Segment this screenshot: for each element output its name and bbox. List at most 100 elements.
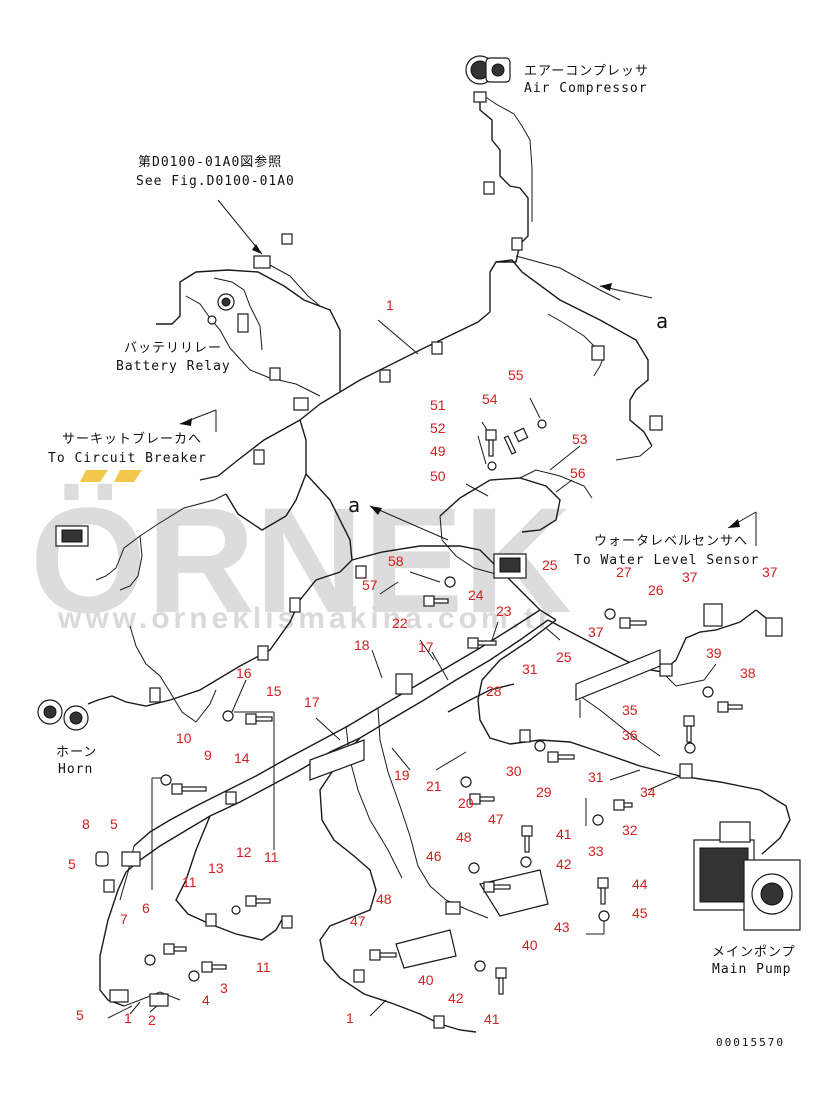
label-see-fig-en: See Fig.D0100-01A0 [136,174,295,189]
callout-41-bottom: 41 [484,1011,500,1027]
callout-5-left: 5 [68,856,76,872]
callout-54: 54 [482,391,498,407]
callout-49: 49 [430,443,446,459]
callout-7: 7 [120,911,128,927]
components [37,55,801,1029]
callout-41-top: 41 [556,826,572,842]
callout-4: 4 [202,992,210,1008]
label-water-level-en: To Water Level Sensor [574,553,759,568]
callout-46: 46 [426,848,442,864]
watermark-accent-right [114,470,142,482]
text-labels: エアーコンプレッサ Air Compressor 第D0100-01A0図参照 … [48,64,796,1049]
ref-connector-small [281,233,293,245]
callout-10: 10 [176,730,192,746]
callout-36: 36 [622,727,638,743]
callout-58: 58 [388,553,404,569]
callout-14: 14 [234,750,250,766]
callout-17-top: 17 [418,639,434,655]
callout-42-bottom: 42 [448,990,464,1006]
callout-39: 39 [706,645,722,661]
leaders [107,199,757,1019]
callout-15: 15 [266,683,282,699]
label-main-pump-en: Main Pump [712,962,791,977]
callout-29: 29 [536,784,552,800]
callout-18: 18 [354,637,370,653]
label-horn-jp: ホーン [56,745,97,760]
callout-40-right: 40 [522,937,538,953]
callout-3: 3 [220,980,228,996]
callout-57: 57 [362,577,378,593]
ref-connector [253,255,271,269]
callout-25: 25 [542,557,558,573]
callout-28: 28 [486,683,502,699]
callout-23: 23 [496,603,512,619]
callout-25-lower: 25 [556,649,572,665]
label-horn-en: Horn [58,762,93,777]
callout-24: 24 [468,587,484,603]
connector-18 [395,673,413,695]
watermark: ÖRNEK www.orneklismakina.com.tr [30,470,572,644]
callout-47-mid: 47 [350,913,366,929]
callout-5-top: 5 [110,816,118,832]
callout-1-bottom-left: 1 [124,1010,132,1026]
callout-51: 51 [430,397,446,413]
horn [37,699,89,731]
callout-35: 35 [622,702,638,718]
relay-box [493,553,527,579]
ref-letter-a-right: a [656,309,669,333]
callout-37-top: 37 [682,569,698,585]
callout-5-bottom: 5 [76,1007,84,1023]
watermark-word: ÖRNEK [30,476,572,644]
callout-44: 44 [632,876,648,892]
harness-clamps [103,181,693,1029]
air-compressor [465,55,511,103]
callout-9: 9 [204,747,212,763]
callout-38: 38 [740,665,756,681]
callout-11-bottom: 11 [256,959,271,975]
callout-1: 1 [386,297,394,313]
watermark-accent-left [80,470,108,482]
callout-19: 19 [394,767,410,783]
callout-30: 30 [506,763,522,779]
label-battery-relay-en: Battery Relay [116,359,231,374]
callout-32: 32 [622,822,638,838]
plate-40 [395,929,457,969]
label-see-fig-jp: 第D0100-01A0図参照 [138,154,282,170]
plate-17 [309,739,365,781]
label-battery-relay-jp: バッテリリレー [124,341,222,356]
ref-letter-a-center: a [348,493,361,517]
plate-35 [575,649,661,701]
callout-48-mid: 48 [376,891,392,907]
callout-45: 45 [632,905,648,921]
label-circuit-breaker-jp: サーキットブレーカへ [62,431,202,447]
main-pump [693,821,801,931]
callout-20: 20 [458,795,474,811]
callout-48-top: 48 [456,829,472,845]
connector-39 [703,603,723,627]
callout-31-top: 31 [522,661,538,677]
label-air-compressor-en: Air Compressor [524,81,648,96]
callout-12: 12 [236,844,252,860]
circuit-breaker-plug [55,525,89,547]
callout-53: 53 [572,431,588,447]
callout-37-mid: 37 [588,624,604,640]
callout-40-left: 40 [418,972,434,988]
battery-relay [207,293,249,333]
callout-13: 13 [208,860,224,876]
drawing-number: 00015570 [716,1036,785,1049]
callout-11-top: 11 [264,849,279,865]
label-main-pump-jp: メインポンプ [712,945,796,960]
label-air-compressor-jp: エアーコンプレッサ [524,64,649,79]
callout-43: 43 [554,919,570,935]
water-level-connector [765,617,783,637]
callout-42-top: 42 [556,856,572,872]
callout-17-mid: 17 [304,694,320,710]
callout-52: 52 [430,420,446,436]
callout-34: 34 [640,784,656,800]
callout-26: 26 [648,582,664,598]
callout-11-mid: 11 [182,874,197,890]
callout-numbers: 1 55 54 51 52 53 49 50 56 25 58 57 27 37… [68,297,778,1028]
callout-27: 27 [616,564,632,580]
